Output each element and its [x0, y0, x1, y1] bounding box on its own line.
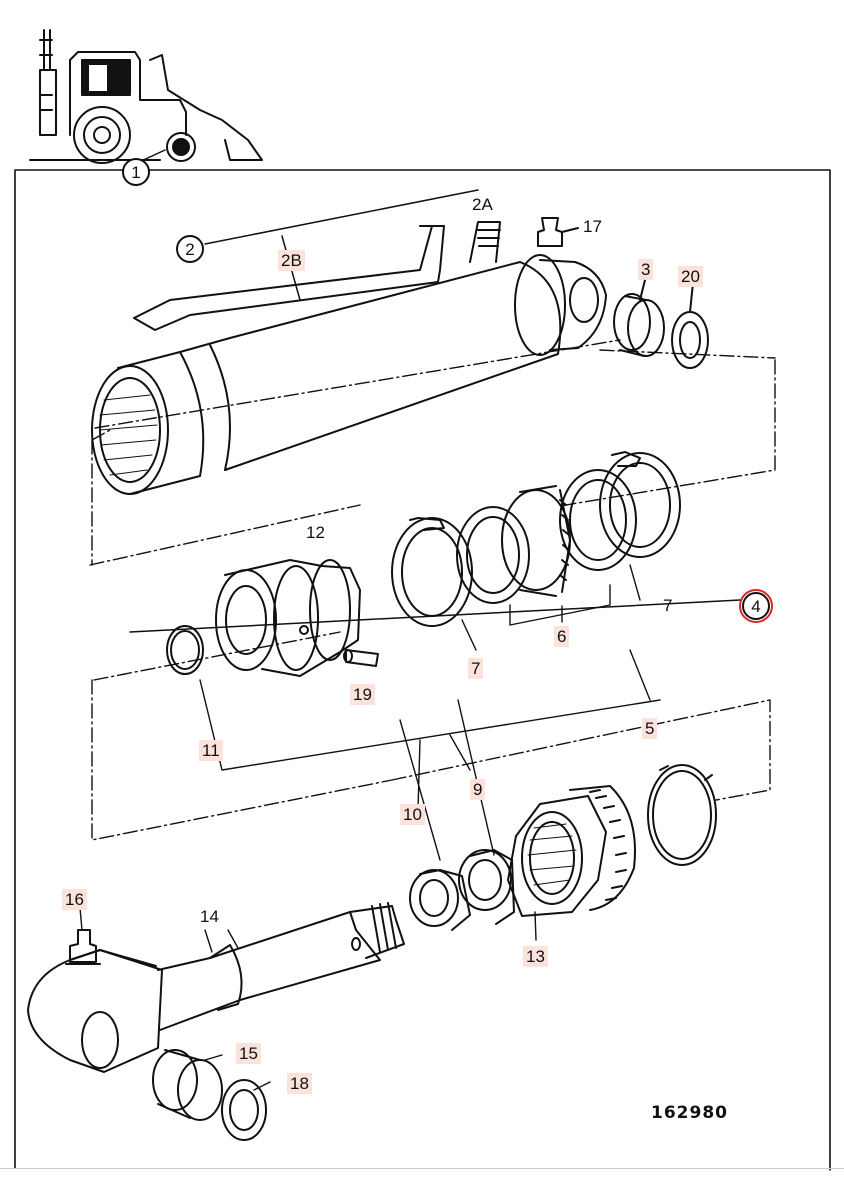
callout-3: 3 — [638, 259, 654, 280]
gland-nut — [507, 785, 636, 917]
callout-2: 2 — [176, 235, 204, 263]
callout-10: 10 — [400, 804, 425, 825]
callout-1: 1 — [122, 158, 150, 186]
callout-18: 18 — [287, 1073, 312, 1094]
callout-13: 13 — [523, 946, 548, 967]
callout-2a: 2A — [472, 195, 493, 214]
callout-5: 5 — [642, 718, 658, 739]
page-bottom-divider — [0, 1168, 844, 1169]
callout-6: 6 — [554, 626, 570, 647]
callout-7-right: 7 — [663, 596, 673, 615]
callout-16: 16 — [62, 889, 87, 910]
callout-20: 20 — [678, 266, 703, 287]
callout-12: 12 — [306, 523, 325, 542]
backhoe-loader-icon — [29, 29, 263, 164]
callout-2b: 2B — [278, 250, 305, 271]
callout-9: 9 — [470, 779, 486, 800]
callout-15: 15 — [236, 1043, 261, 1064]
callout-14: 14 — [200, 907, 219, 926]
callout-19: 19 — [350, 684, 375, 705]
callout-11: 11 — [199, 740, 223, 761]
callout-17: 17 — [583, 217, 602, 236]
figure-reference-number: 162980 — [651, 1103, 728, 1123]
callout-7-left: 7 — [468, 658, 484, 679]
callout-4-highlighted[interactable]: 4 — [739, 589, 773, 623]
cylinder-body — [91, 221, 607, 495]
piston — [215, 559, 379, 677]
piston-rod — [27, 902, 405, 1073]
